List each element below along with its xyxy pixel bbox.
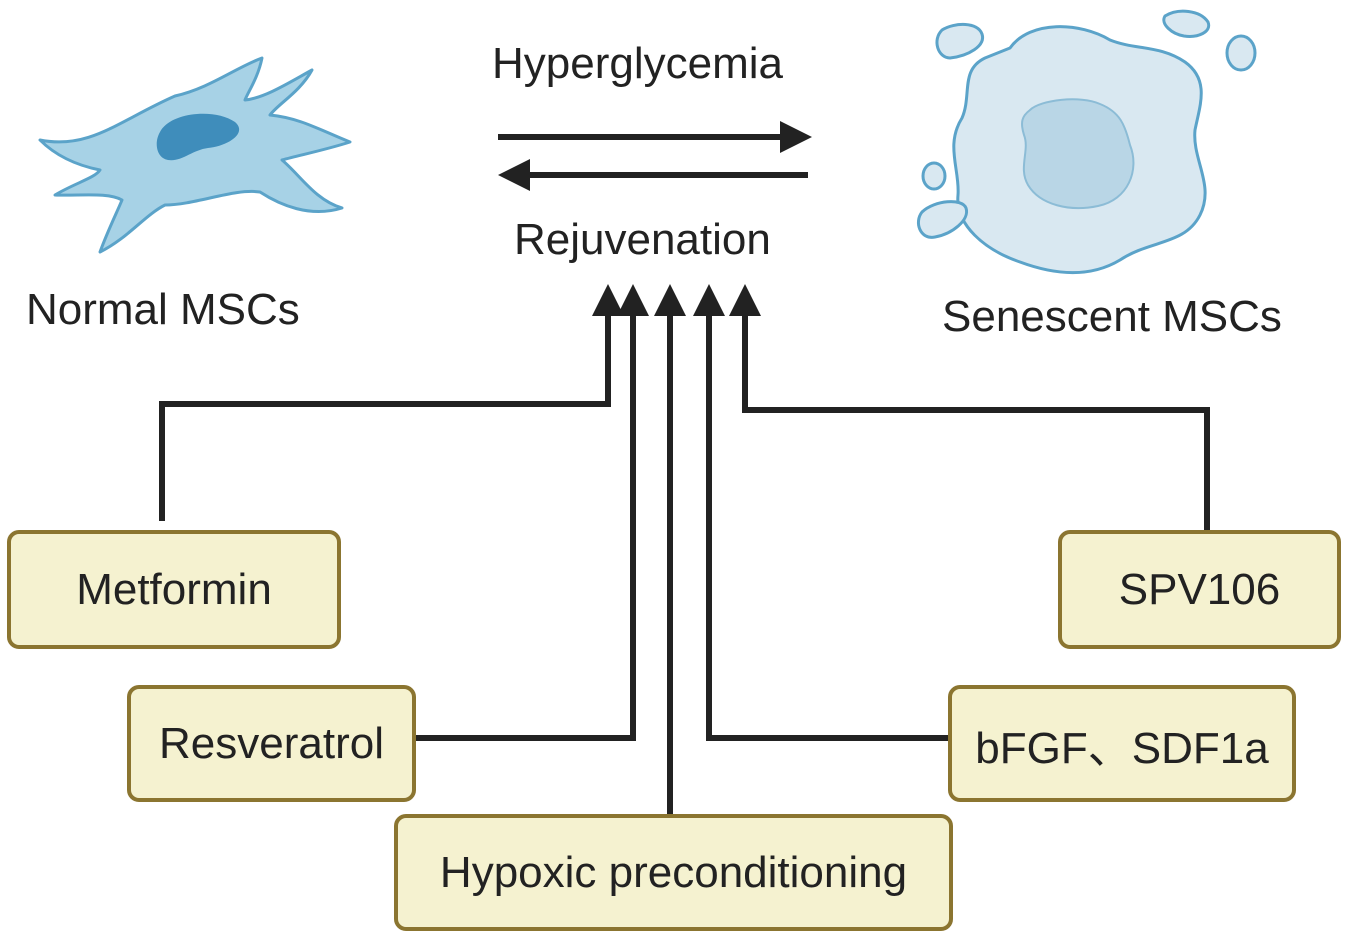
senescent-fragment-4 — [921, 161, 947, 191]
senescent-msc-cell-icon — [917, 9, 1257, 275]
rejuvenation-arrowhead — [498, 159, 530, 191]
hypoxic-preconditioning-box: Hypoxic preconditioning — [394, 814, 953, 931]
senescent-fragment-5 — [917, 200, 969, 239]
metformin-label: Metformin — [76, 564, 272, 614]
metformin-box: Metformin — [7, 530, 341, 649]
senescent-msc-nucleus — [1021, 98, 1135, 210]
bfgf-sdf1a-label: bFGF、SDF1a — [975, 723, 1269, 773]
spv106-connector — [742, 310, 1210, 530]
spv106-box: SPV106 — [1058, 530, 1341, 649]
normal-msc-nucleus — [156, 113, 240, 161]
senescent-fragment-3 — [1225, 34, 1257, 72]
bfgf-connector — [706, 310, 948, 741]
normal-msc-cell-icon — [38, 56, 352, 254]
senescent-msc-label: Senescent MSCs — [942, 292, 1282, 341]
normal-msc-body — [38, 56, 352, 254]
resveratrol-label: Resveratrol — [159, 718, 384, 768]
bfgf-sdf1a-box: bFGF、SDF1a — [948, 685, 1296, 802]
normal-msc-label: Normal MSCs — [26, 285, 300, 334]
bfgf-arrowhead — [693, 284, 725, 316]
metformin-arrowhead — [592, 284, 624, 316]
resveratrol-box: Resveratrol — [127, 685, 416, 802]
metformin-connector — [159, 310, 611, 521]
spv106-arrowhead — [729, 284, 761, 316]
senescent-fragment-2 — [1162, 9, 1211, 38]
resveratrol-connector — [416, 310, 636, 741]
hypoxic-arrowhead — [654, 284, 686, 316]
resveratrol-arrowhead — [617, 284, 649, 316]
hypoxic-preconditioning-label: Hypoxic preconditioning — [439, 847, 908, 897]
senescent-fragment-1 — [935, 23, 985, 60]
spv106-label: SPV106 — [1118, 564, 1281, 614]
rejuvenation-label: Rejuvenation — [514, 215, 771, 264]
hyperglycemia-label: Hyperglycemia — [492, 39, 783, 88]
hyperglycemia-arrowhead — [780, 121, 812, 153]
